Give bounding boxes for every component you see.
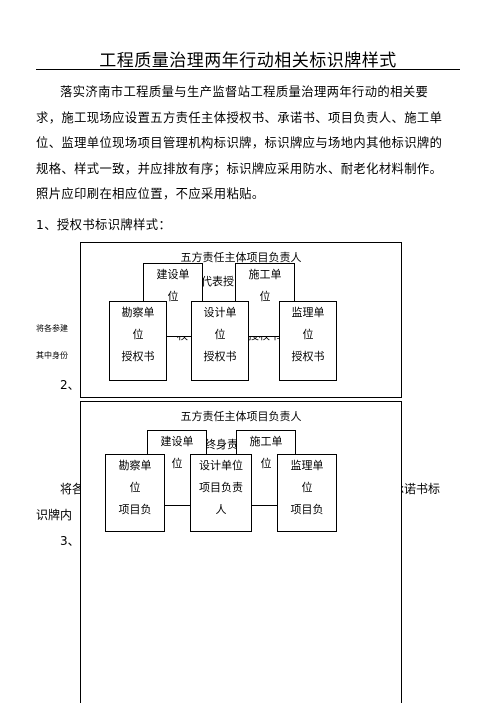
section-2-heading-partial: 2、 xyxy=(60,378,80,392)
sign-1-design-unit: 设计单位授权书 xyxy=(191,301,249,381)
sign-2-subheader: 终身责 xyxy=(205,438,238,451)
intro-line-3: 位、监理单位现场项目管理机构标识牌，标识牌应与场地内其他标识牌的 xyxy=(36,136,443,150)
paragraph-partial-left: 将各 xyxy=(60,482,85,496)
intro-line-4: 规格、样式一致，并应排放有序；标识牌应采用防水、耐老化材料制作。 xyxy=(36,161,443,176)
hidden-fragment-1: 将各参建 xyxy=(36,324,68,333)
sign-1-subheader: 代表授 xyxy=(201,275,234,288)
commitment-sign: 五方责任主体项目负责人 终身责 建设单位 施工单位 勘察单位项目负 设计单位项目… xyxy=(80,401,402,703)
document-title: 工程质量治理两年行动相关标识牌样式 xyxy=(99,51,397,71)
paragraph-partial-line2: 识牌内 xyxy=(36,508,73,522)
sign-1-survey-unit: 勘察单位授权书 xyxy=(109,301,167,381)
intro-line-2: 求，施工现场应设置五方责任主体授权书、承诺书、项目负责人、施工单 xyxy=(36,110,443,125)
title-underline xyxy=(36,69,460,70)
hidden-fragment-2: 其中身份 xyxy=(36,351,68,360)
sign-2-header: 五方责任主体项目负责人 xyxy=(180,410,302,423)
sign-2-supervision-unit: 监理单位项目负 xyxy=(277,454,337,532)
sign-2-design-unit: 设计单位项目负责人 xyxy=(190,454,252,532)
intro-line-1: 落实济南市工程质量与生产监督站工程质量治理两年行动的相关要 xyxy=(60,85,429,99)
sign-2-survey-unit: 勘察单位项目负 xyxy=(105,454,165,532)
intro-line-5: 照片应印刷在相应位置，不应采用粘贴。 xyxy=(36,187,265,201)
sign-1-supervision-unit: 监理单位授权书 xyxy=(279,301,337,381)
sign-1-header: 五方责任主体项目负责人 xyxy=(180,251,302,264)
intro-paragraph: 落实济南市工程质量与生产监督站工程质量治理两年行动的相关要 求，施工现场应设置五… xyxy=(36,80,460,208)
section-3-heading-partial: 3、 xyxy=(60,534,80,548)
section-1-heading: 1、授权书标识牌样式： xyxy=(36,218,172,232)
